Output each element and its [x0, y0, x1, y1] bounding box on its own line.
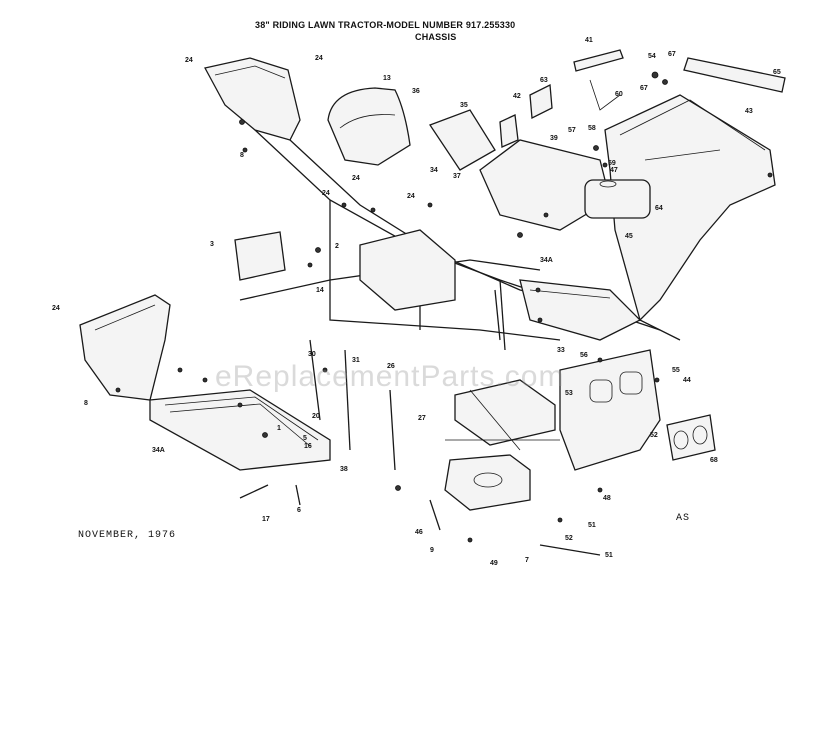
- grille-headlights: [559, 349, 716, 471]
- callout: 30: [308, 351, 316, 358]
- callout: 52: [650, 432, 658, 439]
- callout: 53: [565, 390, 573, 397]
- callout: 24: [322, 190, 330, 197]
- callout: 9: [430, 547, 434, 554]
- callout: 45: [625, 233, 633, 240]
- callout: 55: [672, 367, 680, 374]
- callout: 58: [588, 125, 596, 132]
- callout: 67: [668, 51, 676, 58]
- callout: 24: [315, 55, 323, 62]
- rear-fender: [204, 57, 301, 141]
- callout: 34A: [540, 257, 553, 264]
- callout: 13: [383, 75, 391, 82]
- seat: [327, 87, 411, 166]
- callout: 33: [557, 347, 565, 354]
- callout: 68: [710, 457, 718, 464]
- fuel-tank: [584, 179, 651, 219]
- callout: 34A: [152, 447, 165, 454]
- callout: 8: [84, 400, 88, 407]
- callout: 51: [588, 522, 596, 529]
- rods-and-linkages: [239, 289, 601, 556]
- callout: 36: [412, 88, 420, 95]
- callout: 47: [610, 167, 618, 174]
- diagram-code: AS: [676, 513, 691, 524]
- callout: 24: [352, 175, 360, 182]
- callout: 46: [415, 529, 423, 536]
- callout: 17: [262, 516, 270, 523]
- callout: 24: [407, 193, 415, 200]
- callout: 7: [525, 557, 529, 564]
- diagram-date: NOVEMBER, 1976: [78, 530, 177, 541]
- callout: 8: [240, 152, 244, 159]
- callout: 37: [453, 173, 461, 180]
- callout: 24: [185, 57, 193, 64]
- callout: 3: [210, 241, 214, 248]
- hardware-fasteners: [115, 71, 773, 543]
- callout: 54: [648, 53, 656, 60]
- callout: 20: [312, 413, 320, 420]
- callout: 63: [540, 77, 548, 84]
- callout: 64: [655, 205, 663, 212]
- callout: 44: [683, 377, 691, 384]
- callout: 52: [565, 535, 573, 542]
- diagram-subtitle: CHASSIS: [415, 32, 457, 42]
- callout: 59: [608, 160, 616, 167]
- callout: 48: [603, 495, 611, 502]
- left-footrest: [149, 389, 331, 471]
- callout: 49: [490, 560, 498, 567]
- callout: 57: [568, 127, 576, 134]
- callout: 26: [387, 363, 395, 370]
- callout: 24: [52, 305, 60, 312]
- callout: 27: [418, 415, 426, 422]
- callout: 67: [640, 85, 648, 92]
- right-footrest: [519, 279, 642, 341]
- callout: 56: [580, 352, 588, 359]
- callout: 5: [303, 435, 307, 442]
- diagram-title: 38" RIDING LAWN TRACTOR-MODEL NUMBER 917…: [255, 20, 516, 30]
- battery-box: [234, 229, 456, 311]
- callout: 1: [277, 425, 281, 432]
- callout: 60: [615, 91, 623, 98]
- callout: 39: [550, 135, 558, 142]
- callout: 41: [585, 37, 593, 44]
- upper-brackets: [499, 49, 786, 148]
- dashboard-console: [429, 109, 611, 231]
- callout: 6: [297, 507, 301, 514]
- hood: [604, 94, 776, 322]
- callout-labels: 24 24 13 36 35 42 63 41 54 67 65 60 67 4…: [52, 37, 781, 567]
- callout: 31: [352, 357, 360, 364]
- callout: 34: [430, 167, 438, 174]
- callout: 38: [340, 466, 348, 473]
- callout: 2: [335, 243, 339, 250]
- callout: 42: [513, 93, 521, 100]
- watermark: eReplacementParts.com: [215, 360, 565, 393]
- callout: 14: [316, 287, 324, 294]
- callout: 35: [460, 102, 468, 109]
- left-fender: [79, 294, 171, 401]
- callout: 65: [773, 69, 781, 76]
- callout: 43: [745, 108, 753, 115]
- callout: 51: [605, 552, 613, 559]
- center-plate: [444, 379, 556, 511]
- callout: 16: [304, 443, 312, 450]
